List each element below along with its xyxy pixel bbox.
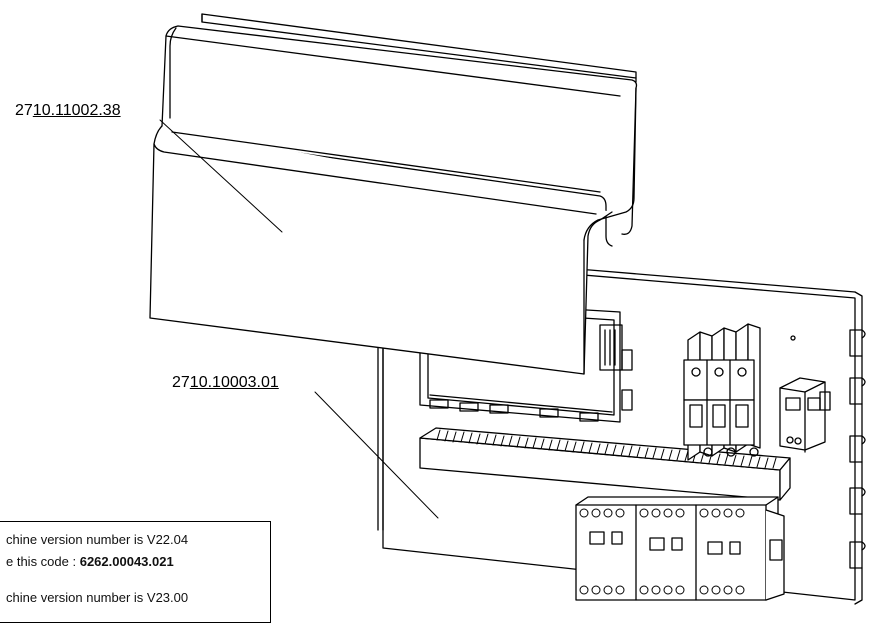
assembly-drawing: [149, 13, 866, 605]
note-line-2-prefix: e this code :: [6, 554, 80, 569]
note-code: 6262.00043.021: [79, 554, 174, 569]
cable-duct: [419, 427, 791, 501]
fuse-holder: [779, 377, 831, 453]
note-line-2: e this code : 6262.00043.021: [6, 554, 174, 569]
callout-prefix: 27: [15, 102, 33, 119]
note-line-3: chine version number is V23.00: [6, 590, 189, 605]
circuit-breaker: [683, 323, 761, 461]
callout-code: 10.11002.38: [32, 102, 121, 119]
din-rail: [201, 13, 637, 83]
callout-code: 10.10003.01: [189, 374, 279, 391]
version-note-box: chine version number is V22.04 e this co…: [0, 521, 271, 623]
callout-prefix: 27: [172, 374, 190, 391]
callout-part-number-cover: 2710.11002.38: [15, 102, 121, 120]
callout-part-number-plate: 2710.10003.01: [172, 374, 279, 392]
front-cover: [149, 25, 638, 375]
note-line-1: chine version number is V22.04: [6, 532, 189, 547]
contactor-row: [575, 496, 785, 601]
leader-lines: [159, 119, 439, 519]
plate-slots: [849, 329, 866, 569]
